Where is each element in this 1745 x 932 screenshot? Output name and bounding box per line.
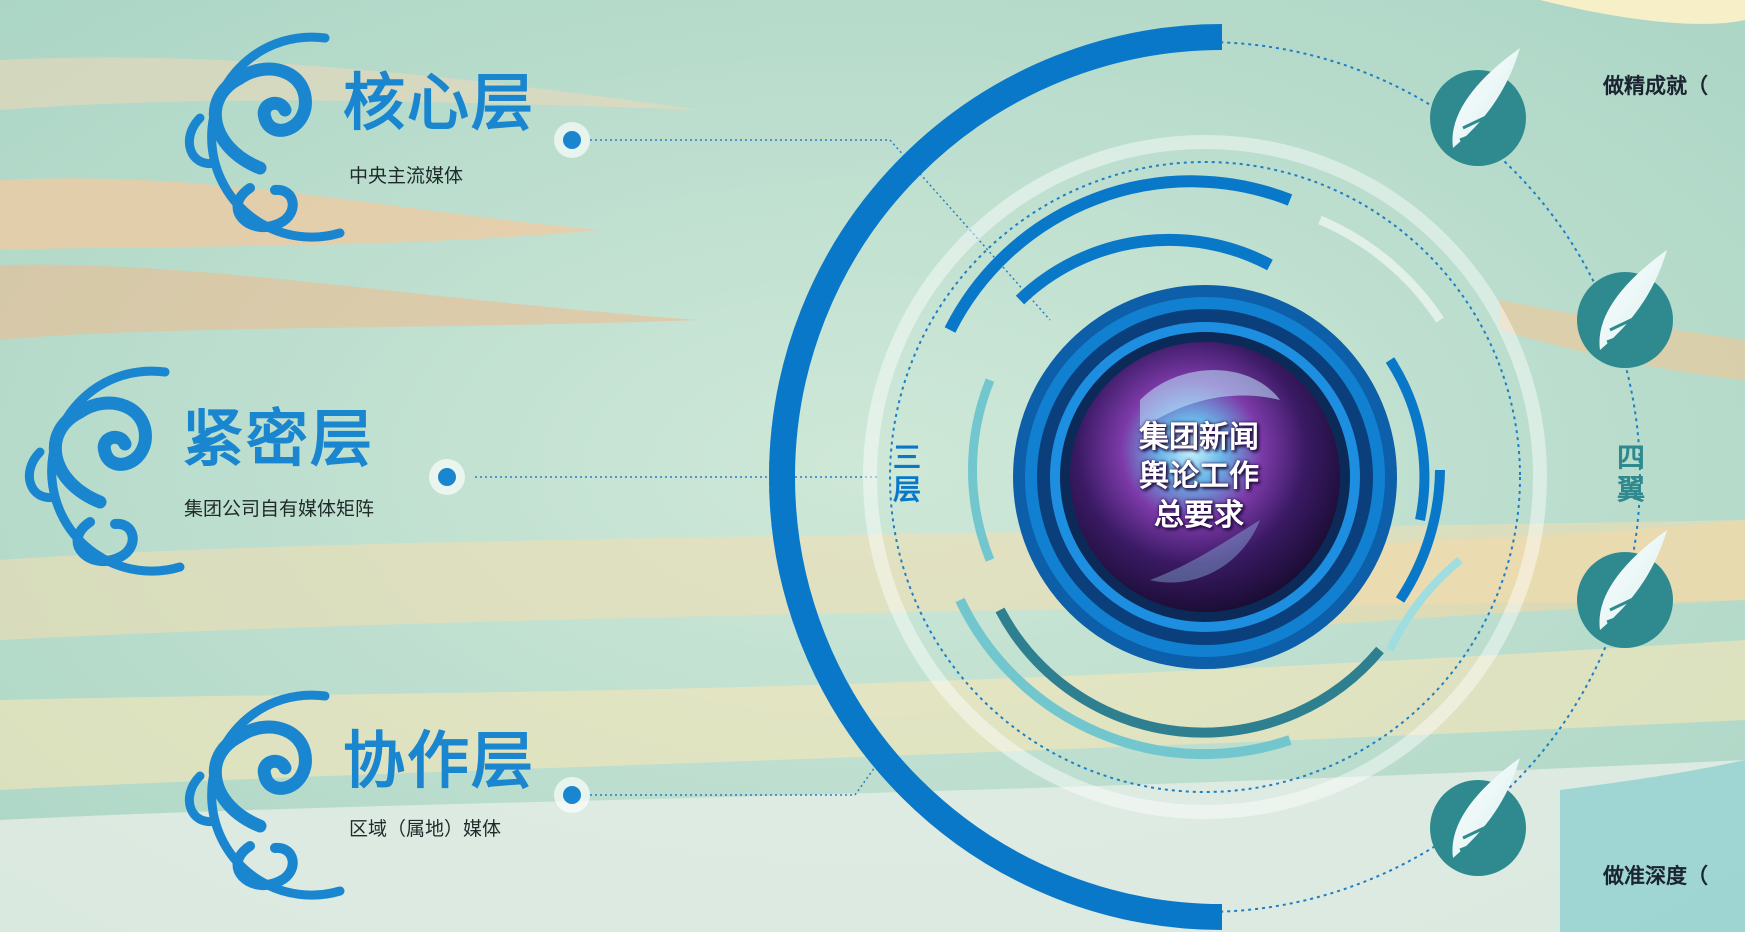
camera-lens: [1013, 285, 1397, 669]
four-wings-char-2: 翼: [1616, 473, 1645, 507]
wing-icon-3: [1577, 530, 1673, 648]
center-line-3: 总要求: [1154, 498, 1244, 533]
core-layer-subtitle: 中央主流媒体: [349, 165, 464, 187]
wing-icon-4: [1430, 758, 1526, 876]
three-layers-label: 三 层: [890, 441, 924, 507]
goal-bottom-label: 做准深度（: [1603, 864, 1708, 888]
close-layer-subtitle: 集团公司自有媒体矩阵: [184, 498, 375, 520]
center-line-2: 舆论工作: [1139, 459, 1259, 494]
connector-collab: [590, 759, 881, 796]
collab-layer-title: 协作层: [343, 724, 536, 797]
three-layers-char-2: 层: [892, 473, 921, 507]
cloud-swirl-icon-close: [24, 366, 185, 576]
goal-top-label: 做精成就（: [1603, 74, 1708, 98]
four-wings-char-1: 四: [1616, 441, 1645, 474]
outer-blue-arc: [769, 24, 1223, 930]
connector-node-collab: [554, 777, 590, 813]
three-layers-char-1: 三: [892, 441, 921, 474]
pale-ring: [863, 135, 1547, 819]
core-layer-title: 核心层: [343, 66, 536, 139]
cloud-swirl-icon-collab: [184, 690, 345, 900]
wing-icon-1: [1430, 48, 1526, 166]
wing-icon-2: [1577, 250, 1673, 368]
inner-dashed-ring: [889, 161, 1521, 793]
collab-layer-subtitle: 区域（属地）媒体: [349, 818, 502, 840]
cloud-swirl-icon-core: [184, 32, 345, 242]
close-layer-title: 紧密层: [182, 402, 375, 475]
four-wings-label: 四 翼: [1614, 441, 1648, 507]
connector-node-core: [554, 122, 590, 158]
center-title: 集团新闻 舆论工作 总要求: [1114, 418, 1284, 535]
connector-node-close: [429, 459, 465, 495]
arc-segments: [944, 175, 1463, 760]
center-line-1: 集团新闻: [1139, 420, 1259, 455]
